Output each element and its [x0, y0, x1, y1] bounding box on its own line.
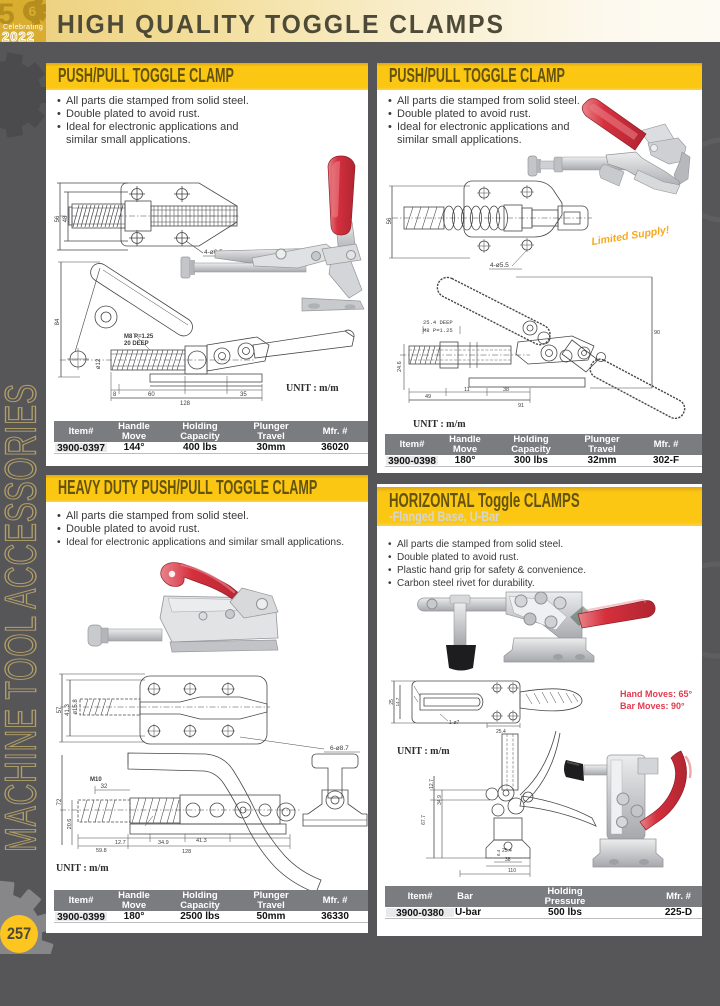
svg-text:59.8: 59.8	[96, 848, 107, 854]
svg-text:38: 38	[505, 857, 511, 863]
svg-text:20.6: 20.6	[67, 819, 73, 830]
svg-text:M8 P=1.25: M8 P=1.25	[423, 327, 453, 334]
svg-text:90: 90	[654, 330, 660, 336]
svg-text:ø12: ø12	[96, 358, 102, 369]
svg-text:38: 38	[503, 387, 509, 393]
svg-text:25.4 DEEP: 25.4 DEEP	[423, 319, 453, 326]
svg-text:49: 49	[425, 394, 431, 400]
svg-text:34.9: 34.9	[158, 840, 169, 846]
svg-text:25: 25	[389, 699, 395, 705]
svg-text:M8 P=1.25: M8 P=1.25	[124, 334, 154, 340]
svg-text:M10: M10	[90, 777, 102, 783]
svg-text:128: 128	[182, 849, 191, 855]
svg-text:12.7: 12.7	[429, 779, 435, 789]
svg-text:41.3: 41.3	[65, 704, 71, 716]
svg-text:8: 8	[113, 392, 117, 398]
svg-text:110: 110	[508, 868, 516, 874]
svg-text:6.4: 6.4	[496, 849, 501, 856]
svg-text:14.7: 14.7	[395, 697, 400, 706]
svg-text:57: 57	[57, 706, 63, 713]
svg-text:6-ø8.7: 6-ø8.7	[330, 745, 349, 752]
svg-text:41.3: 41.3	[196, 838, 207, 844]
svg-text:25.4: 25.4	[496, 729, 506, 735]
svg-text:48: 48	[63, 215, 69, 222]
svg-text:4-ø5.5: 4-ø5.5	[490, 262, 509, 269]
svg-text:128: 128	[180, 401, 191, 407]
svg-text:56: 56	[387, 217, 393, 224]
svg-text:56: 56	[55, 215, 61, 222]
svg-text:35: 35	[240, 392, 247, 398]
svg-text:24.6: 24.6	[397, 361, 403, 372]
svg-text:6: 6	[29, 3, 37, 19]
svg-text:34.9: 34.9	[437, 795, 443, 805]
svg-text:25.4: 25.4	[502, 848, 512, 854]
svg-text:12.7: 12.7	[115, 840, 126, 846]
svg-text:20 DEEP: 20 DEEP	[124, 341, 149, 347]
svg-text:4-ø6.5: 4-ø6.5	[204, 249, 223, 256]
svg-text:32: 32	[101, 784, 108, 790]
svg-text:67.7: 67.7	[421, 815, 427, 825]
svg-text:84: 84	[55, 318, 61, 325]
svg-text:72: 72	[57, 798, 63, 805]
svg-text:ø15.8: ø15.8	[73, 699, 79, 715]
svg-text:1-ø7: 1-ø7	[449, 720, 460, 726]
svg-text:5: 5	[0, 0, 15, 31]
svg-text:11: 11	[464, 387, 470, 393]
svg-text:91: 91	[518, 403, 524, 409]
svg-text:60: 60	[148, 392, 155, 398]
